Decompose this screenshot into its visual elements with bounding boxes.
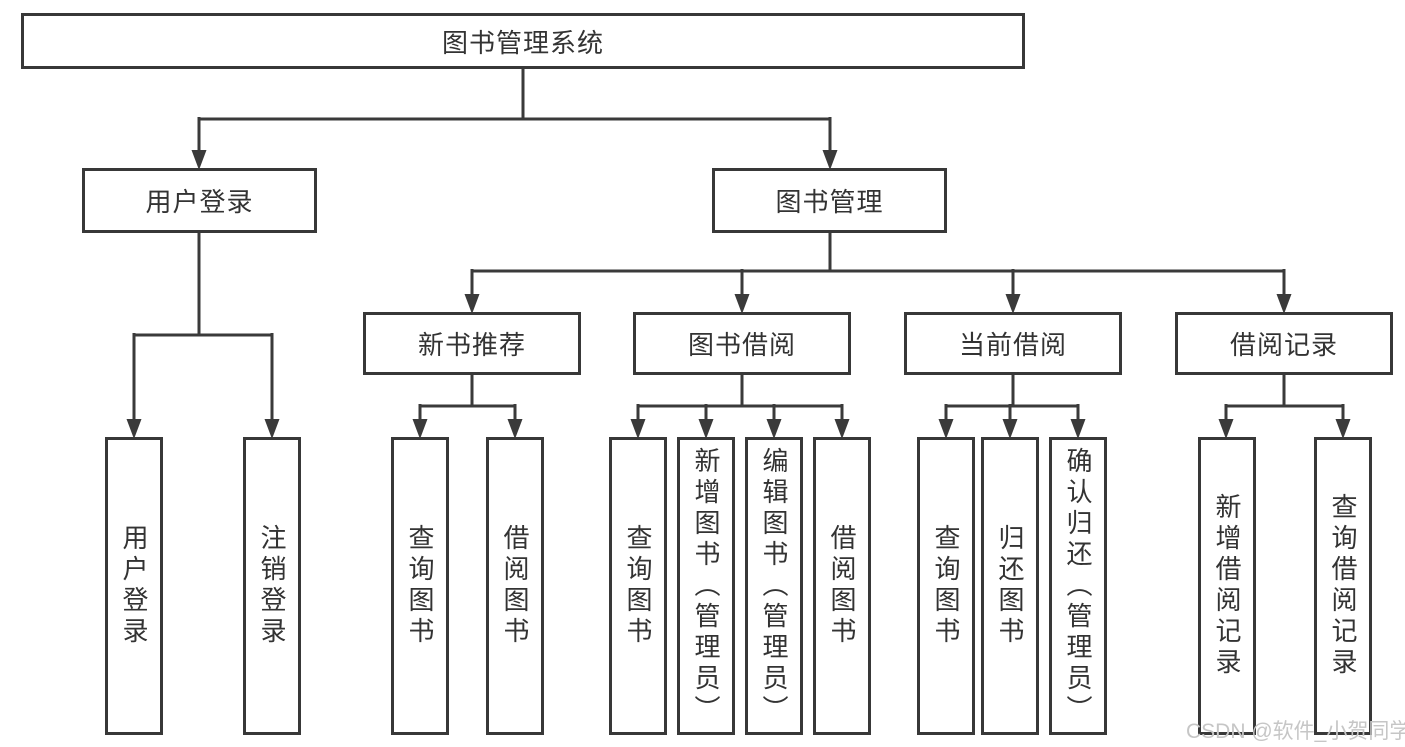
connector-current-borrow-to-leaves — [938, 375, 1086, 439]
node-label: 新书推荐 — [417, 330, 526, 360]
leaf-label: 归还图书 — [995, 524, 1025, 648]
connector-book-management-to-level3 — [464, 233, 1292, 314]
node-label: 图书借阅 — [687, 330, 796, 360]
leaf-label: 新增借阅记录 — [1212, 493, 1242, 679]
node-book-borrow: 图书借阅 — [633, 312, 851, 375]
leaf-query-books-current: 查询图书 — [917, 437, 975, 735]
connector-borrow-records-to-leaves — [1218, 375, 1351, 439]
node-current-borrow: 当前借阅 — [904, 312, 1122, 375]
node-library-management-system: 图书管理系统 — [21, 13, 1025, 69]
leaf-label: 查询图书 — [931, 524, 961, 648]
leaf-confirm-return-admin: 确认归还（管理员） — [1049, 437, 1107, 735]
leaf-label: 借阅图书 — [500, 524, 530, 648]
node-label: 借阅记录 — [1229, 330, 1338, 360]
connector-user-login-to-leaves — [126, 233, 280, 439]
leaf-borrow-books-recommend: 借阅图书 — [486, 437, 544, 735]
connector-new-book-recommend-to-leaves — [412, 375, 523, 439]
leaf-label: 新增图书（管理员） — [691, 446, 721, 726]
leaf-label: 编辑图书（管理员） — [759, 446, 789, 726]
leaf-edit-books-admin: 编辑图书（管理员） — [745, 437, 803, 735]
leaf-query-books-recommend: 查询图书 — [391, 437, 449, 735]
leaf-label: 借阅图书 — [827, 524, 857, 648]
node-borrow-records: 借阅记录 — [1175, 312, 1393, 375]
leaf-label: 用户登录 — [119, 524, 149, 648]
leaf-add-borrow-record: 新增借阅记录 — [1198, 437, 1256, 735]
node-new-book-recommend: 新书推荐 — [363, 312, 581, 375]
leaf-label: 查询图书 — [623, 524, 653, 648]
leaf-label: 注销登录 — [257, 524, 287, 648]
node-label: 图书管理 — [775, 187, 884, 217]
node-label: 当前借阅 — [958, 330, 1067, 360]
leaf-label: 查询图书 — [405, 524, 435, 648]
leaf-user-login: 用户登录 — [105, 437, 163, 735]
node-label: 图书管理系统 — [441, 27, 604, 58]
leaf-borrow-books: 借阅图书 — [813, 437, 871, 735]
csdn-watermark: CSDN @软件_小贺同学 — [1186, 720, 1405, 743]
leaf-label: 确认归还（管理员） — [1063, 446, 1093, 726]
node-user-login: 用户登录 — [82, 168, 317, 233]
leaf-query-borrow-record: 查询借阅记录 — [1314, 437, 1372, 735]
leaf-label: 查询借阅记录 — [1328, 493, 1358, 679]
leaf-logout: 注销登录 — [243, 437, 301, 735]
leaf-add-books-admin: 新增图书（管理员） — [677, 437, 735, 735]
leaf-query-books-borrow: 查询图书 — [609, 437, 667, 735]
leaf-return-books: 归还图书 — [981, 437, 1039, 735]
node-label: 用户登录 — [145, 187, 254, 217]
connector-root-to-level2 — [191, 69, 838, 170]
node-book-management: 图书管理 — [712, 168, 947, 233]
connector-book-borrow-to-leaves — [630, 375, 850, 439]
